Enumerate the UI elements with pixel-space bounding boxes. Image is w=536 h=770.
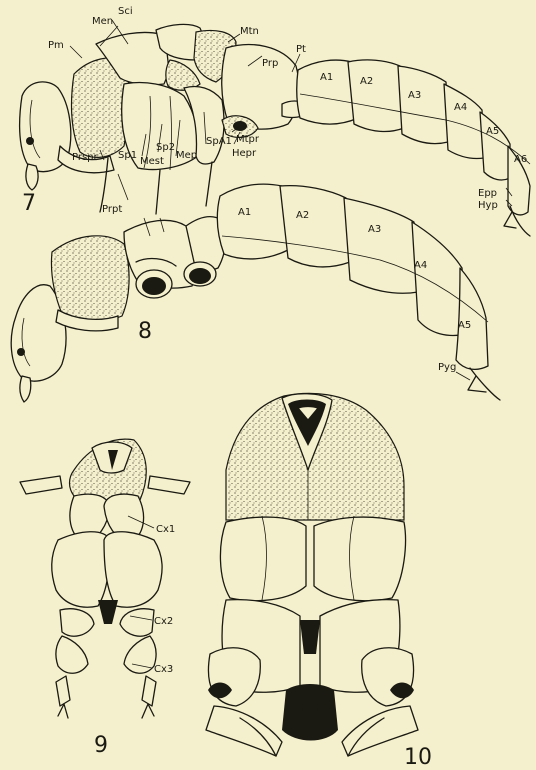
label-prpt: Prpt <box>102 204 122 215</box>
label-a4-f7: A4 <box>454 102 467 113</box>
label-a2-f7: A2 <box>360 76 373 87</box>
label-a3-f8: A3 <box>368 224 381 235</box>
label-a2-f8: A2 <box>296 210 309 221</box>
figure-9-ventral-view <box>20 439 190 718</box>
label-sp2: Sp2 <box>156 142 175 153</box>
label-a3-f7: A3 <box>408 90 421 101</box>
label-a1-f7: A1 <box>320 72 333 83</box>
label-mest: Mest <box>140 156 164 167</box>
label-hyp: Hyp <box>478 200 498 211</box>
label-prp: Prp <box>262 58 278 69</box>
label-a6-f7: A6 <box>514 154 527 165</box>
label-sp1: Sp1 <box>118 150 137 161</box>
label-epp: Epp <box>478 188 497 199</box>
figure-8-lateral-view <box>11 184 500 402</box>
label-cx3: Cx3 <box>154 664 173 675</box>
label-pt: Pt <box>296 44 306 55</box>
label-mtpr: Mtpr <box>236 134 260 145</box>
figure-number-7: 7 <box>22 191 36 216</box>
label-mep: Mep <box>176 150 197 161</box>
figure-number-8: 8 <box>138 319 152 344</box>
label-cx1: Cx1 <box>156 524 175 535</box>
figure-10-ventral-view <box>206 393 418 756</box>
label-spa1: SpA1 <box>206 136 232 147</box>
label-cx2: Cx2 <box>154 616 173 627</box>
label-pyg: Pyg <box>438 362 456 373</box>
label-pm: Pm <box>48 40 64 51</box>
label-mtn: Mtn <box>240 26 259 37</box>
label-sci: Sci <box>118 6 133 17</box>
label-a5-f8: A5 <box>458 320 471 331</box>
label-a5-f7: A5 <box>486 126 499 137</box>
figure-number-10: 10 <box>404 745 432 770</box>
label-a1-f8: A1 <box>238 207 251 218</box>
label-prspr: Prspr <box>72 152 99 163</box>
label-hepr: Hepr <box>232 148 257 159</box>
label-men: Men <box>92 16 113 27</box>
figure-number-9: 9 <box>94 733 108 758</box>
label-a4-f8: A4 <box>414 260 427 271</box>
